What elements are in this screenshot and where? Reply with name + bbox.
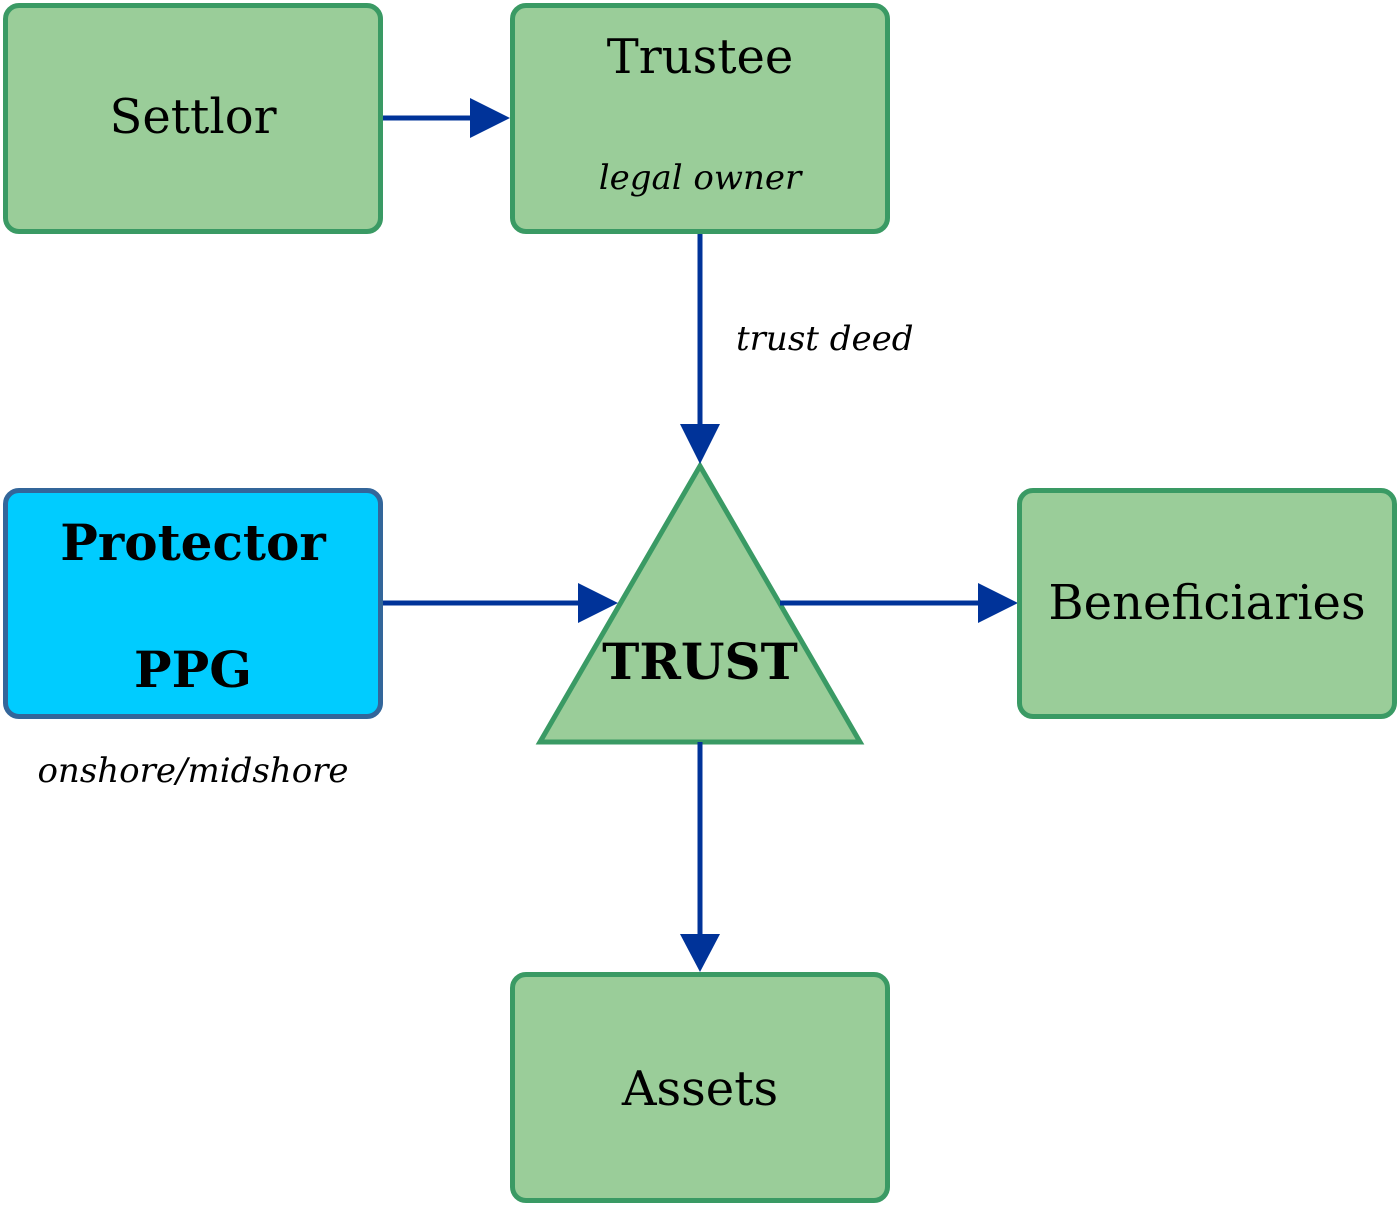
protector-note: onshore/midshore: [37, 751, 349, 791]
arrow-settlor-to-trustee: [382, 98, 510, 138]
beneficiaries-node: Beneficiaries: [1017, 488, 1397, 719]
arrow-trust-to-beneficiaries: [780, 583, 1018, 623]
settlor-node: Settlor: [3, 3, 383, 234]
assets-label: Assets: [621, 1061, 779, 1117]
protector-sublabel: PPG: [134, 640, 252, 699]
assets-node: Assets: [510, 972, 890, 1203]
protector-node: Protector PPG: [3, 488, 383, 719]
trustee-label: Trustee: [606, 29, 794, 85]
arrow-protector-to-trust: [382, 583, 618, 623]
trust-label: TRUST: [602, 632, 798, 691]
arrow-trust-to-assets: [680, 742, 720, 972]
arrow-trustee-to-trust: [680, 232, 720, 464]
trustee-node: Trustee legal owner: [510, 3, 890, 234]
trustee-sublabel: legal owner: [598, 158, 802, 198]
settlor-label: Settlor: [109, 89, 277, 145]
beneficiaries-label: Beneficiaries: [1048, 575, 1366, 631]
protector-label: Protector: [60, 513, 326, 572]
trust-deed-label: trust deed: [736, 319, 914, 359]
